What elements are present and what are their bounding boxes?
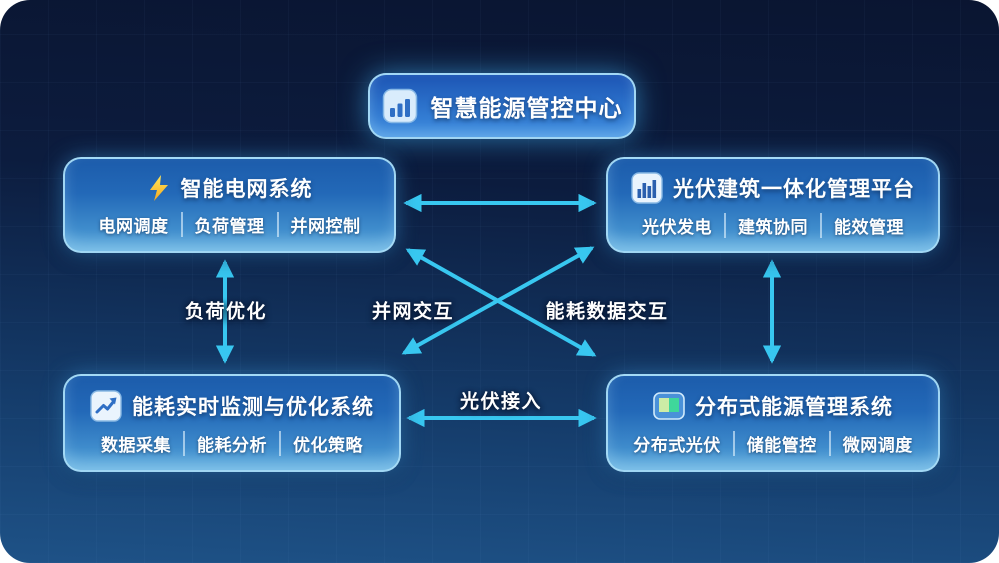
node-title: 光伏建筑一体化管理平台	[673, 178, 915, 201]
solar-panel-icon	[653, 390, 685, 422]
feature: 建筑协同	[724, 213, 820, 238]
trend-up-icon	[90, 390, 122, 422]
node-title: 分布式能源管理系统	[695, 396, 893, 419]
edge-label-pv-access: 光伏接入	[459, 391, 543, 413]
feature: 数据采集	[101, 436, 171, 455]
arrow-pv-to-monitor-diagonal	[401, 246, 595, 355]
feature: 微网调度	[828, 431, 925, 456]
node-title: 能耗实时监测与优化系统	[132, 396, 374, 419]
feature: 能效管理	[820, 213, 916, 238]
node-features: 数据采集 能耗分析 优化策略	[89, 431, 375, 456]
feature: 并网控制	[276, 212, 373, 237]
lightning-icon	[147, 174, 171, 202]
feature: 光伏发电	[642, 218, 712, 237]
edge-label-grid-interaction: 并网交互	[371, 301, 455, 323]
node-energy-monitoring: 能耗实时监测与优化系统 数据采集 能耗分析 优化策略	[63, 374, 401, 472]
node-title: 智能电网系统	[180, 178, 313, 201]
node-features: 电网调度 负荷管理 并网控制	[87, 212, 373, 237]
feature: 电网调度	[98, 217, 169, 236]
node-smart-grid: 智能电网系统 电网调度 负荷管理 并网控制	[63, 157, 396, 253]
feature: 优化策略	[279, 431, 375, 456]
node-pv-building-platform: 光伏建筑一体化管理平台 光伏发电 建筑协同 能效管理	[606, 157, 940, 253]
node-energy-control-center: 智慧能源管控中心	[368, 73, 636, 139]
bar-chart-icon	[382, 88, 418, 124]
node-features: 分布式光伏 储能管控 微网调度	[621, 431, 925, 456]
edge-label-energy-data-exchange: 能耗数据交互	[545, 301, 669, 323]
edge-label-load-optimization: 负荷优化	[184, 301, 268, 323]
node-features: 光伏发电 建筑协同 能效管理	[630, 213, 916, 238]
building-bars-icon	[631, 172, 663, 204]
feature: 能耗分析	[183, 431, 279, 456]
node-distributed-energy: 分布式能源管理系统 分布式光伏 储能管控 微网调度	[606, 374, 940, 472]
feature: 储能管控	[732, 431, 829, 456]
feature: 负荷管理	[180, 212, 277, 237]
feature: 分布式光伏	[633, 436, 721, 455]
center-node-title: 智慧能源管控中心	[430, 95, 623, 121]
